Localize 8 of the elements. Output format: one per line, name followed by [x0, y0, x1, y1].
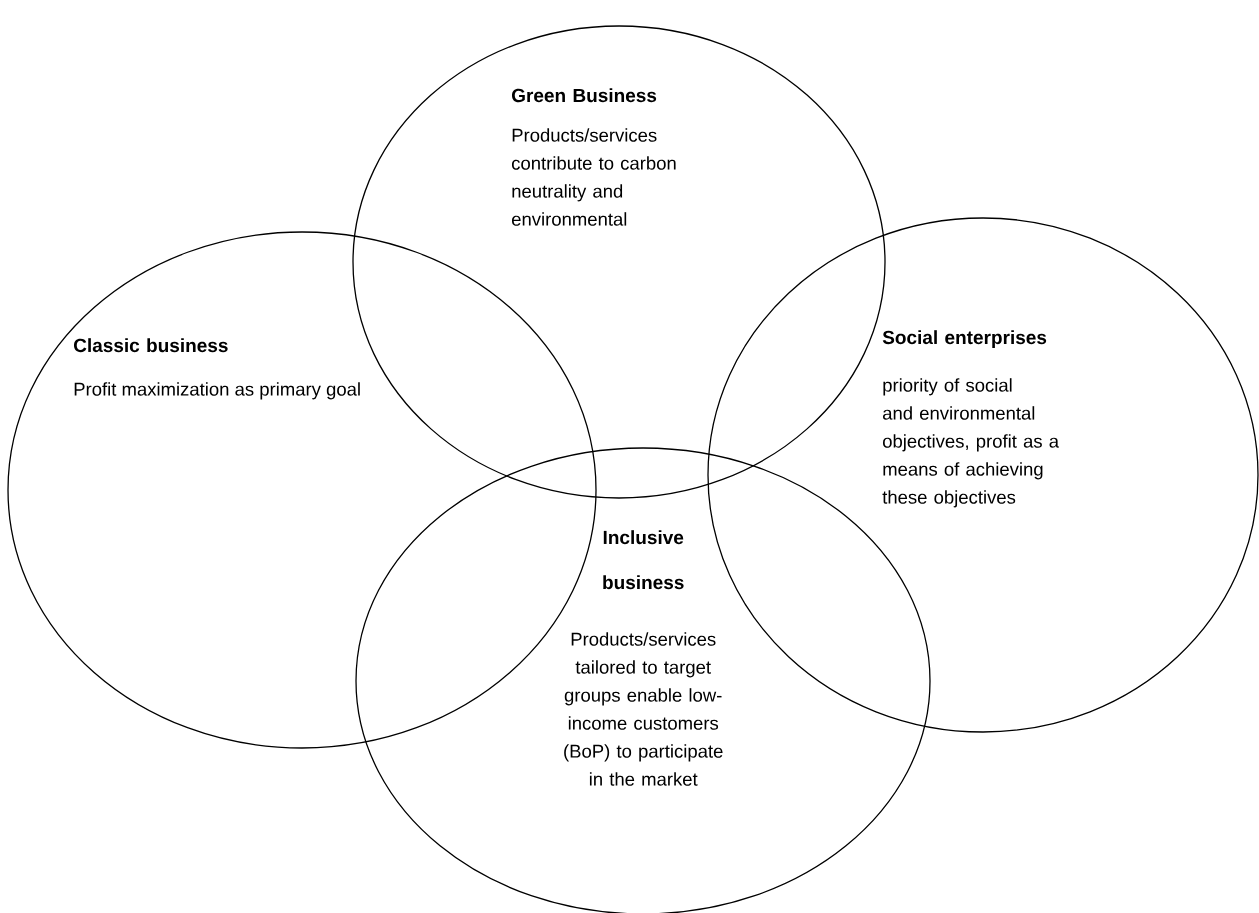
description: Products/services contribute to carbon neutrality and environmental [512, 128, 676, 226]
description: Products/services tailored to target groups enable low-income customers (BoP) to participate in the market [564, 632, 723, 786]
description: priority of social and environmental objectives, profit as a means of achieving these objectives [882, 378, 1060, 508]
description: Profit maximization as primary goal [74, 382, 360, 400]
heading: Green Business [512, 88, 657, 103]
heading: Inclusive business [603, 530, 684, 590]
heading: Social enterprises [882, 330, 1047, 348]
heading: Classic business [74, 338, 228, 353]
